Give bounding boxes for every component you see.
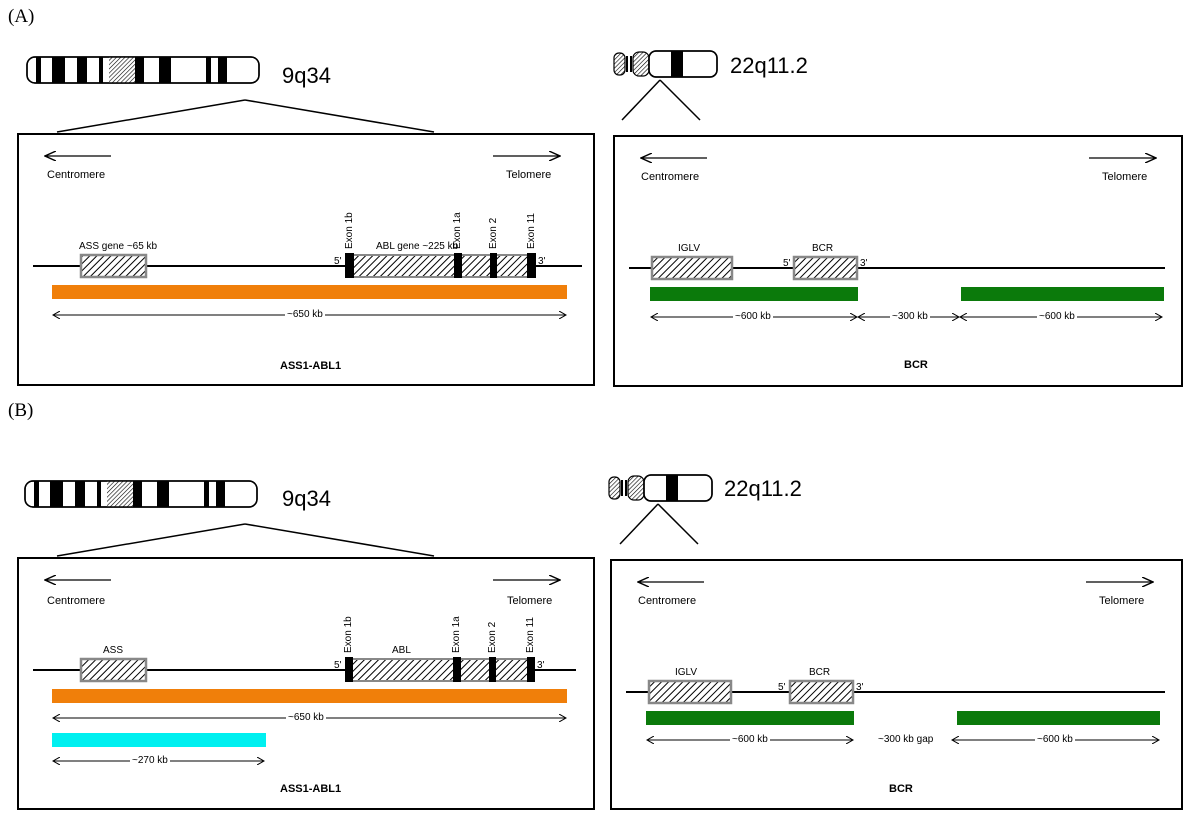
chromosome-9-ideogram xyxy=(24,478,260,510)
centromere-label: Centromere xyxy=(47,169,106,181)
zoom-lines-b-right xyxy=(619,503,699,545)
chromosome-22-label: 22q11.2 xyxy=(730,53,808,78)
bcr-gene-label: BCR xyxy=(812,243,834,254)
ass-gene-label: ASS gene ~65 kb xyxy=(79,241,158,252)
probe-name-label: ASS1-ABL1 xyxy=(280,360,342,372)
centromere-label: Centromere xyxy=(641,171,700,183)
exon-2-label: Exon 2 xyxy=(487,621,498,653)
gap-size-label: ~300 kb xyxy=(890,311,930,322)
chromosome-9-label: 9q34 xyxy=(282,63,331,88)
abl-gene-label: ABL gene ~225 kb xyxy=(376,241,459,252)
exon-1b-label: Exon 1b xyxy=(344,212,355,249)
gap-size-label: ~300 kb gap xyxy=(876,734,936,745)
left-probe-size-label: ~600 kb xyxy=(733,311,773,322)
ass1-abl1-probe-box-b: Centromere Telomere ASS ABL Exon 1b Exon… xyxy=(17,557,595,810)
exon-1b-label: Exon 1b xyxy=(343,616,354,653)
iglv-label: IGLV xyxy=(675,667,698,678)
left-probe-size-label: ~600 kb xyxy=(730,734,770,745)
three-prime-label: 3' xyxy=(537,660,545,671)
chromosome-9-label: 9q34 xyxy=(282,486,331,511)
orange-probe-size-label: ~650 kb xyxy=(286,712,326,723)
chromosome-22-label: 22q11.2 xyxy=(724,476,802,501)
abl-gene-label: ABL xyxy=(392,645,411,656)
telomere-label: Telomere xyxy=(1099,595,1145,607)
exon-11-label: Exon 11 xyxy=(525,617,536,653)
panel-b-label: (B) xyxy=(8,400,34,421)
chromosome-22-ideogram xyxy=(613,48,719,80)
telomere-label: Telomere xyxy=(1102,171,1148,183)
bcr-gene-label: BCR xyxy=(809,667,831,678)
telomere-label: Telomere xyxy=(506,169,552,181)
three-prime-label: 3' xyxy=(538,256,546,267)
panel-a-label: (A) xyxy=(8,6,35,27)
exon-2-label: Exon 2 xyxy=(488,217,499,249)
bcr-probe-box-b: Centromere Telomere IGLV BCR 5' 3' ~600 … xyxy=(610,559,1183,810)
right-probe-size-label: ~600 kb xyxy=(1037,311,1077,322)
centromere-label: Centromere xyxy=(47,595,106,607)
five-prime-label: 5' xyxy=(334,660,342,671)
zoom-lines-a-right xyxy=(621,79,701,121)
probe-name-label: BCR xyxy=(904,359,928,371)
orange-probe-size-label: ~650 kb xyxy=(285,309,325,320)
bcr-probe-box-a: Centromere Telomere IGLV BCR 5' 3' ~600 … xyxy=(613,135,1183,387)
ass1-abl1-probe-box-a: Centromere Telomere ASS gene ~65 kb ABL … xyxy=(17,133,595,386)
probe-name-label: BCR xyxy=(889,783,913,795)
chromosome-9-ideogram xyxy=(26,54,262,86)
telomere-label: Telomere xyxy=(507,595,553,607)
cyan-probe-size-label: ~270 kb xyxy=(130,755,170,766)
exon-11-label: Exon 11 xyxy=(526,213,537,249)
five-prime-label: 5' xyxy=(783,258,791,269)
probe-name-label: ASS1-ABL1 xyxy=(280,783,342,795)
centromere-label: Centromere xyxy=(638,595,697,607)
zoom-lines-a-left xyxy=(56,99,435,133)
chromosome-22-ideogram xyxy=(608,472,714,504)
five-prime-label: 5' xyxy=(334,256,342,267)
five-prime-label: 5' xyxy=(778,682,786,693)
exon-1a-label: Exon 1a xyxy=(452,212,463,249)
right-probe-size-label: ~600 kb xyxy=(1035,734,1075,745)
three-prime-label: 3' xyxy=(860,258,868,269)
exon-1a-label: Exon 1a xyxy=(451,616,462,653)
zoom-lines-b-left xyxy=(56,523,435,557)
ass-gene-label: ASS xyxy=(103,645,124,656)
iglv-label: IGLV xyxy=(678,243,701,254)
three-prime-label: 3' xyxy=(856,682,864,693)
